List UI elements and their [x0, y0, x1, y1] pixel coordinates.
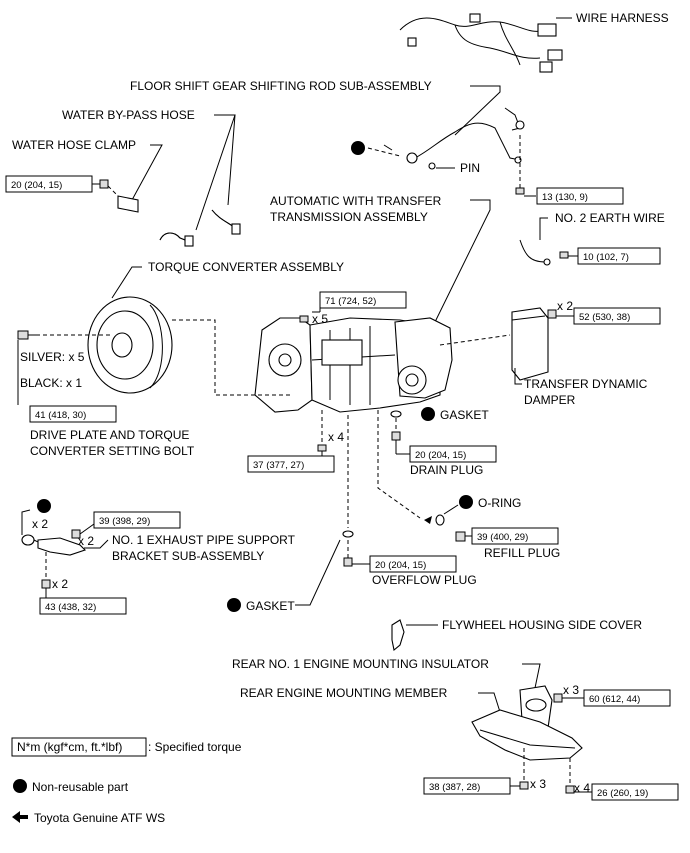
count-damper-bolt: x 2: [557, 299, 573, 313]
water-hose-clamp-label: WATER HOSE CLAMP: [12, 138, 136, 152]
non-reusable-marker-overflow: [227, 598, 241, 612]
count-trans-bolt: x 5: [312, 312, 328, 326]
non-reusable-marker-o-ring: [459, 495, 473, 509]
torque-drain: 20 (204, 15): [415, 450, 466, 461]
auto-trans-label-2: TRANSMISSION ASSEMBLY: [270, 210, 428, 224]
rear-insulator-label: REAR NO. 1 ENGINE MOUNTING INSULATOR: [232, 657, 489, 671]
transmission-assembly-part: [254, 317, 453, 413]
legend-atf: Toyota Genuine ATF WS: [34, 811, 165, 825]
floor-shift-rod-label: FLOOR SHIFT GEAR SHIFTING ROD SUB-ASSEMB…: [130, 79, 432, 93]
drive-plate-label-2: CONVERTER SETTING BOLT: [30, 444, 195, 458]
torque-lower-bolt: 37 (377, 27): [253, 460, 304, 471]
rear-member-label: REAR ENGINE MOUNTING MEMBER: [240, 686, 448, 700]
exhaust-bracket-label-2: BRACKET SUB-ASSEMBLY: [112, 549, 264, 563]
torque-converter-label: TORQUE CONVERTER ASSEMBLY: [148, 260, 344, 274]
count-insulator-bolt: x 3: [563, 683, 579, 697]
transfer-damper-part: [511, 307, 549, 381]
torque-refill: 39 (400, 29): [477, 532, 528, 543]
legend-non-reusable: Non-reusable part: [32, 780, 129, 794]
legend-torque-desc: : Specified torque: [148, 740, 242, 754]
exhaust-bracket-part: [37, 537, 87, 556]
torque-overflow: 20 (204, 15): [375, 560, 426, 571]
count-bracket-bolt: x 2: [52, 577, 68, 591]
shift-rod-part: [406, 107, 525, 164]
black-count-label: BLACK: x 1: [20, 376, 82, 390]
torque-rod-nut: 13 (130, 9): [542, 192, 588, 203]
transfer-damper-label-1: TRANSFER DYNAMIC: [524, 377, 648, 391]
torque-damper-bolt: 52 (530, 38): [579, 312, 630, 323]
exhaust-bracket-label-1: NO. 1 EXHAUST PIPE SUPPORT: [112, 533, 296, 547]
count-member-right: x 4: [574, 781, 590, 795]
non-reusable-marker-bracket: [37, 499, 51, 513]
non-reusable-marker-rod: [351, 141, 365, 155]
torque-bracket-nut: 39 (398, 29): [99, 516, 150, 527]
auto-trans-label-1: AUTOMATIC WITH TRANSFER: [270, 194, 442, 208]
count-member-left: x 3: [530, 777, 546, 791]
silver-count-label: SILVER: x 5: [20, 350, 85, 364]
torque-clamp: 20 (204, 15): [11, 180, 62, 191]
gasket-overflow-label: GASKET: [246, 599, 295, 613]
torque-earth-wire: 10 (102, 7): [583, 252, 629, 263]
flywheel-cover-label: FLYWHEEL HOUSING SIDE COVER: [442, 618, 642, 632]
torque-bracket-bolt: 43 (438, 32): [45, 602, 96, 613]
count-bracket-nut: x 2: [78, 534, 94, 548]
torque-converter-part: [87, 296, 173, 394]
legend: N*m (kgf*cm, ft.*lbf) : Specified torque…: [11, 737, 242, 825]
torque-member-left: 38 (387, 28): [429, 782, 480, 793]
count-lower-bolt: x 4: [328, 430, 344, 444]
gasket-drain-label: GASKET: [440, 408, 489, 422]
drive-plate-label-1: DRIVE PLATE AND TORQUE: [30, 428, 189, 442]
torque-member-right: 26 (260, 19): [597, 788, 648, 799]
non-reusable-marker-drain: [421, 407, 435, 421]
drain-plug-label: DRAIN PLUG: [410, 463, 483, 477]
count-bracket-nut-top: x 2: [32, 517, 48, 531]
transfer-damper-label-2: DAMPER: [524, 393, 576, 407]
wire-harness-label: WIRE HARNESS: [576, 11, 669, 25]
torque-insulator-bolt: 60 (612, 44): [589, 694, 640, 705]
torque-trans-bolt: 71 (724, 52): [325, 296, 376, 307]
legend-atf-arrow-icon: [12, 811, 28, 823]
refill-plug-label: REFILL PLUG: [484, 546, 560, 560]
no2-earth-wire-label: NO. 2 EARTH WIRE: [555, 211, 665, 225]
o-ring-label: O-RING: [478, 496, 521, 510]
wire-harness-part: [399, 13, 563, 73]
water-bypass-hose-label: WATER BY-PASS HOSE: [62, 108, 195, 122]
torque-setting-bolt: 41 (418, 30): [35, 410, 86, 421]
overflow-plug-label: OVERFLOW PLUG: [372, 573, 477, 587]
mounting-member-part: [471, 709, 583, 761]
flywheel-cover-part: [391, 619, 405, 652]
legend-torque-box: N*m (kgf*cm, ft.*lbf): [17, 740, 122, 754]
water-hose-part: [159, 209, 241, 247]
legend-non-reusable-icon: [13, 779, 27, 793]
pin-label: PIN: [460, 161, 480, 175]
